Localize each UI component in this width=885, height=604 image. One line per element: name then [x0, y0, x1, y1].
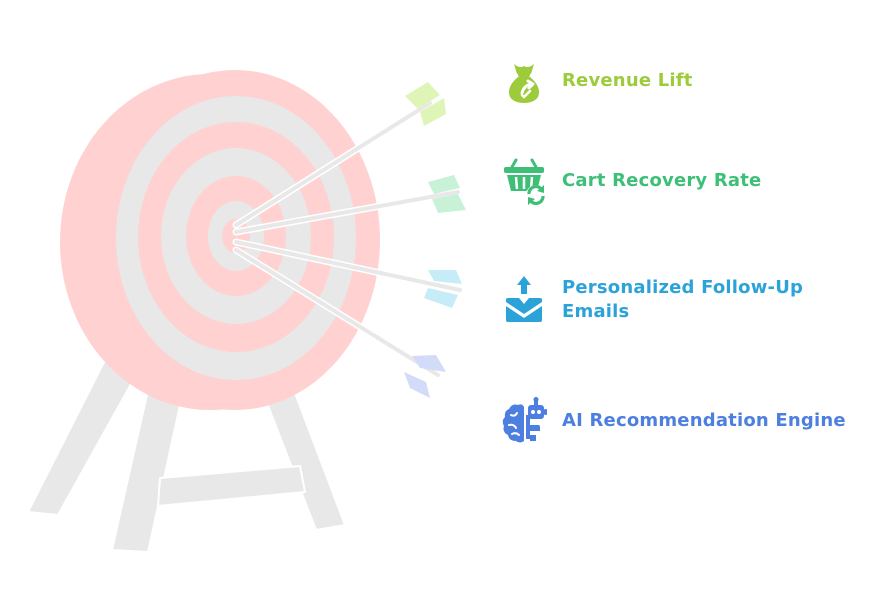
- arrow-email-fletch-bottom: [424, 288, 458, 308]
- label-ai-recommendation-engine-text: AI Recommendation Engine: [562, 410, 846, 431]
- target-board: [60, 70, 380, 410]
- label-revenue-lift-text: Revenue Lift: [562, 70, 693, 91]
- cart-recycle-icon: [504, 158, 546, 205]
- robot-brain-icon: [502, 397, 547, 443]
- stand-right-leg: [260, 383, 347, 532]
- stand-crossbar: [156, 464, 307, 508]
- arrow-ai: [232, 246, 446, 398]
- arrow-cart: [232, 175, 466, 236]
- arrow-cart-fletch-top: [428, 175, 460, 194]
- arrows: [232, 82, 466, 398]
- label-revenue-lift: Revenue Lift: [500, 57, 693, 105]
- arrow-ai-fletch-top: [412, 355, 446, 372]
- label-ai-recommendation-engine: AI Recommendation Engine: [500, 397, 846, 445]
- arrow-email-fletch-top: [428, 270, 462, 284]
- label-personalized-follow-up-emails-text: Personalized Follow-Up Emails: [562, 277, 804, 322]
- label-cart-recovery-rate-text: Cart Recovery Rate: [562, 170, 762, 191]
- label-personalized-follow-up-emails: Personalized Follow-Up Emails: [500, 276, 842, 324]
- email-upload-icon: [506, 276, 542, 322]
- arrow-ai-fletch-bottom: [404, 372, 430, 398]
- arrow-revenue: [232, 82, 446, 229]
- arrow-cart-fletch-bottom: [432, 194, 466, 213]
- stand-left-leg: [26, 358, 142, 517]
- arrow-revenue-fletch-top: [405, 82, 440, 109]
- money-bag-icon: [509, 64, 539, 103]
- arrow-email: [232, 238, 464, 308]
- label-cart-recovery-rate: Cart Recovery Rate: [500, 157, 761, 205]
- arrow-revenue-fletch-bottom: [420, 98, 446, 126]
- stand-middle-leg: [110, 388, 184, 554]
